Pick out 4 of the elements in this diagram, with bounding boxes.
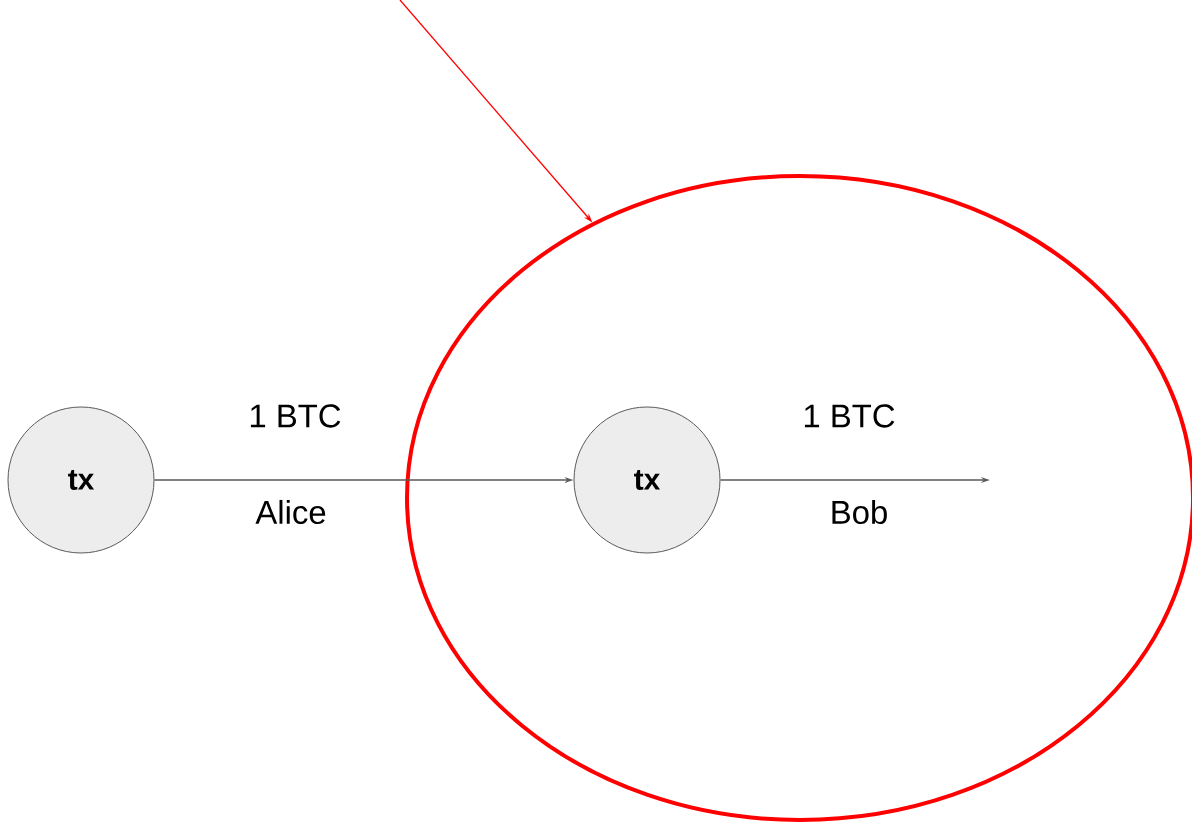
sender-label: Alice (255, 499, 326, 525)
edge-label: 1 BTC (250, 404, 341, 428)
sender-label: Bob (832, 499, 887, 525)
edge-label: 1 BTC (804, 404, 895, 428)
